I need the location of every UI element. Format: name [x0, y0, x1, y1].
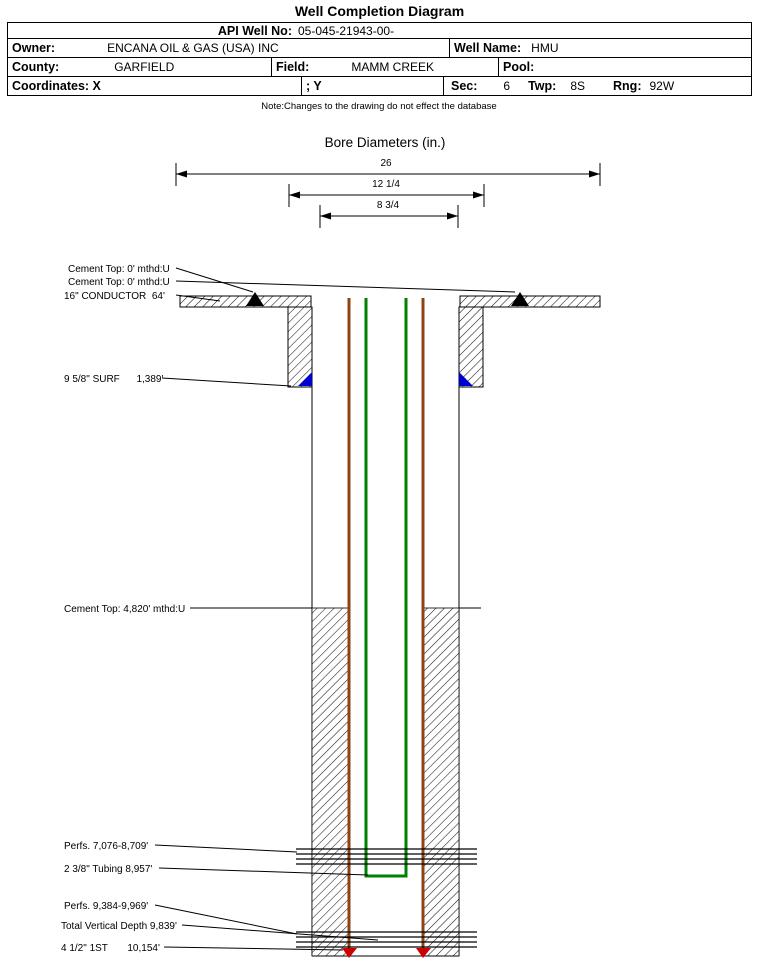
production-cement-left [311, 607, 349, 957]
production-cement-right [422, 607, 460, 957]
arrow-left-icon [176, 170, 187, 178]
api-cell: API Well No: 05-045-21943-00- [8, 23, 751, 38]
dimension-label: 12 1/4 [372, 179, 400, 190]
dimension-label: 26 [380, 158, 392, 169]
coordinates-label: Coordinates: X [12, 79, 101, 93]
sec-value: 6 [503, 79, 511, 93]
county-value: GARFIELD [114, 60, 175, 74]
leader-line [175, 280, 516, 293]
api-value: 05-045-21943-00- [298, 23, 395, 38]
twp-value: 8S [570, 79, 586, 93]
conductor-bar-left [179, 295, 312, 308]
twp-label: Twp: [528, 79, 557, 93]
dimension-8-3-4: 8 3/4 [319, 200, 459, 228]
cement-top-marker-left [246, 292, 264, 306]
rng-label: Rng: [613, 79, 642, 93]
database-note: Note:Changes to the drawing do not effec… [261, 101, 496, 112]
cement-top-0-label-b: Cement Top: 0' mthd:U [68, 277, 170, 288]
cement-top-4820-label: Cement Top: 4,820' mthd:U [64, 604, 185, 615]
casing-shoe-bottom-right [416, 948, 431, 958]
arrow-right-icon [447, 212, 458, 220]
casing-shoe-bottom-left [342, 948, 357, 958]
perfs-upper-label: Perfs. 7,076-8,709' [64, 841, 148, 852]
surface-casing-cement-right [458, 306, 484, 388]
field-cell: Field: MAMM CREEK [271, 58, 498, 76]
county-cell: County: GARFIELD [8, 58, 271, 76]
arrow-left-icon [320, 212, 331, 220]
bore-diameters-title: Bore Diameters (in.) [325, 135, 446, 150]
leader-line [154, 844, 298, 853]
perfs-lower-label: Perfs. 9,384-9,969' [64, 901, 148, 912]
leader-line [175, 267, 254, 293]
leader-line [154, 904, 298, 935]
cement-top-marker-right [511, 292, 529, 306]
surface-shoe-left [298, 372, 312, 386]
coordinates-row: Coordinates: X ; Y Sec: 6 Twp: 8S Rng: 9… [8, 76, 751, 95]
field-value: MAMM CREEK [351, 60, 435, 74]
surface-casing-label: 9 5/8" SURF 1,389' [64, 374, 163, 385]
surface-casing-cement-left [287, 306, 313, 388]
well-name-value: HMU [531, 41, 559, 55]
owner-cell: Owner: ENCANA OIL & GAS (USA) INC [8, 39, 449, 57]
leader-line [158, 867, 369, 876]
rng-value: 92W [649, 79, 675, 93]
tvd-label: Total Vertical Depth 9,839' [61, 921, 177, 932]
well-name-label: Well Name: [454, 41, 522, 55]
cement-top-0-label-a: Cement Top: 0' mthd:U [68, 264, 170, 275]
production-casing-label: 4 1/2" 1ST 10,154' [61, 943, 160, 954]
api-row: API Well No: 05-045-21943-00- [8, 23, 751, 38]
field-label: Field: [276, 60, 310, 74]
page-title: Well Completion Diagram [294, 3, 465, 19]
owner-row: Owner: ENCANA OIL & GAS (USA) INC Well N… [8, 38, 751, 57]
conductor-label: 16" CONDUCTOR 64' [64, 291, 165, 302]
coordinates-x-cell: Coordinates: X [8, 77, 301, 95]
leader-line [181, 924, 379, 941]
owner-value: ENCANA OIL & GAS (USA) INC [107, 41, 279, 55]
perforations-upper [296, 848, 477, 865]
arrow-left-icon [289, 191, 300, 199]
dimension-label: 8 3/4 [377, 200, 400, 211]
dimension-12-1-4: 12 1/4 [288, 179, 485, 207]
api-label: API Well No: [217, 23, 292, 38]
coordinates-y-cell: ; Y [301, 77, 443, 95]
dimension-26: 26 [175, 158, 601, 186]
well-info-table: API Well No: 05-045-21943-00- Owner: ENC… [7, 22, 752, 96]
coordinates-y-label: ; Y [306, 79, 322, 93]
county-label: County: [12, 60, 60, 74]
well-name-cell: Well Name: HMU [449, 39, 751, 57]
surface-shoe-right [459, 372, 473, 386]
conductor-bar-right [459, 295, 601, 308]
county-row: County: GARFIELD Field: MAMM CREEK Pool: [8, 57, 751, 76]
tubing-string [364, 298, 408, 878]
pool-cell: Pool: [498, 58, 751, 76]
leader-line [163, 946, 344, 951]
pool-label: Pool: [503, 60, 535, 74]
arrow-right-icon [589, 170, 600, 178]
tubing-label: 2 3/8" Tubing 8,957' [64, 864, 152, 875]
arrow-right-icon [473, 191, 484, 199]
section-township-range-cell: Sec: 6 Twp: 8S Rng: 92W [443, 77, 751, 95]
owner-label: Owner: [12, 41, 56, 55]
perforations-lower [296, 931, 477, 948]
leader-line [175, 294, 221, 302]
sec-label: Sec: [451, 79, 478, 93]
leader-line [161, 377, 292, 387]
